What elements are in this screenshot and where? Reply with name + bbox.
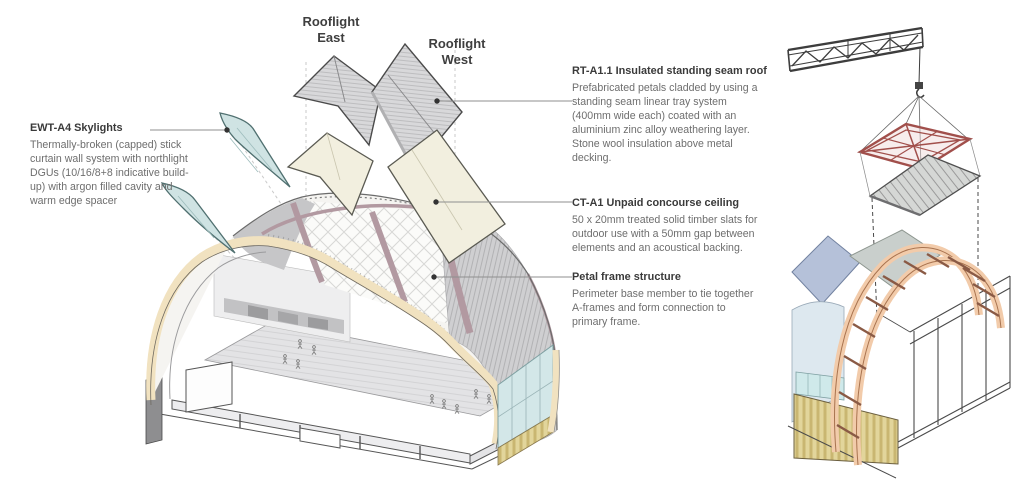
construction-sequence-illustration bbox=[787, 26, 1011, 479]
ceiling-petal-left bbox=[286, 132, 374, 217]
leader-dot-ceiling bbox=[433, 199, 439, 205]
rooflight-west-label: Rooflight West bbox=[428, 36, 486, 68]
left-plinth bbox=[185, 361, 233, 413]
ceiling-petal-right bbox=[387, 129, 506, 264]
rooflight-east-petal bbox=[292, 55, 382, 147]
placed-petal-blue bbox=[791, 235, 861, 305]
skylight-petals bbox=[160, 112, 291, 254]
crane-hook bbox=[861, 46, 969, 168]
cream-eave-band bbox=[146, 234, 504, 450]
annotation-roof-body: Prefabricated petals cladded by using a … bbox=[572, 81, 758, 164]
leader-dot-roof bbox=[434, 98, 440, 104]
leader-lines bbox=[150, 98, 572, 280]
drop-dashed-lines bbox=[871, 178, 979, 319]
annotation-ceiling-body: 50 x 20mm treated solid timber slats for… bbox=[572, 213, 758, 254]
annotation-skylights: EWT-A4 Skylights Thermally-broken (cappe… bbox=[30, 121, 200, 208]
right-end-wall bbox=[497, 344, 560, 466]
annotation-petal-frame: Petal frame structure Perimeter base mem… bbox=[572, 270, 758, 329]
annotation-petal-frame-body: Perimeter base member to tie together A-… bbox=[572, 287, 754, 328]
interior-wall bbox=[213, 253, 351, 343]
battens bbox=[836, 252, 1000, 440]
annotation-ceiling-heading: CT-A1 Unpaid concourse ceiling bbox=[572, 197, 740, 209]
rooflight-east-label: Rooflight East bbox=[302, 14, 360, 46]
annotation-petal-frame-heading: Petal frame structure bbox=[572, 271, 681, 283]
crane-truss bbox=[787, 26, 924, 73]
leader-dot-skylights bbox=[224, 127, 230, 133]
building-cutaway bbox=[145, 192, 560, 470]
annotation-concourse-ceiling: CT-A1 Unpaid concourse ceiling 50 x 20mm… bbox=[572, 196, 768, 255]
annotation-skylights-heading: EWT-A4 Skylights bbox=[30, 122, 123, 134]
annotation-roof-heading: RT-A1.1 Insulated standing seam roof bbox=[572, 65, 767, 77]
building-under-construction bbox=[787, 229, 1011, 479]
structural-frame bbox=[787, 275, 1011, 479]
timber-a-frame bbox=[830, 243, 1005, 466]
petal-frame-lifted bbox=[856, 122, 974, 171]
main-building-illustration bbox=[145, 42, 572, 470]
annotation-standing-seam-roof: RT-A1.1 Insulated standing seam roof Pre… bbox=[572, 64, 768, 165]
leader-dot-petal-frame bbox=[431, 274, 437, 280]
ceiling-petals bbox=[286, 129, 506, 264]
petal-panel-lifted bbox=[859, 138, 982, 217]
annotation-skylights-body: Thermally-broken (capped) stick curtain … bbox=[30, 138, 189, 207]
